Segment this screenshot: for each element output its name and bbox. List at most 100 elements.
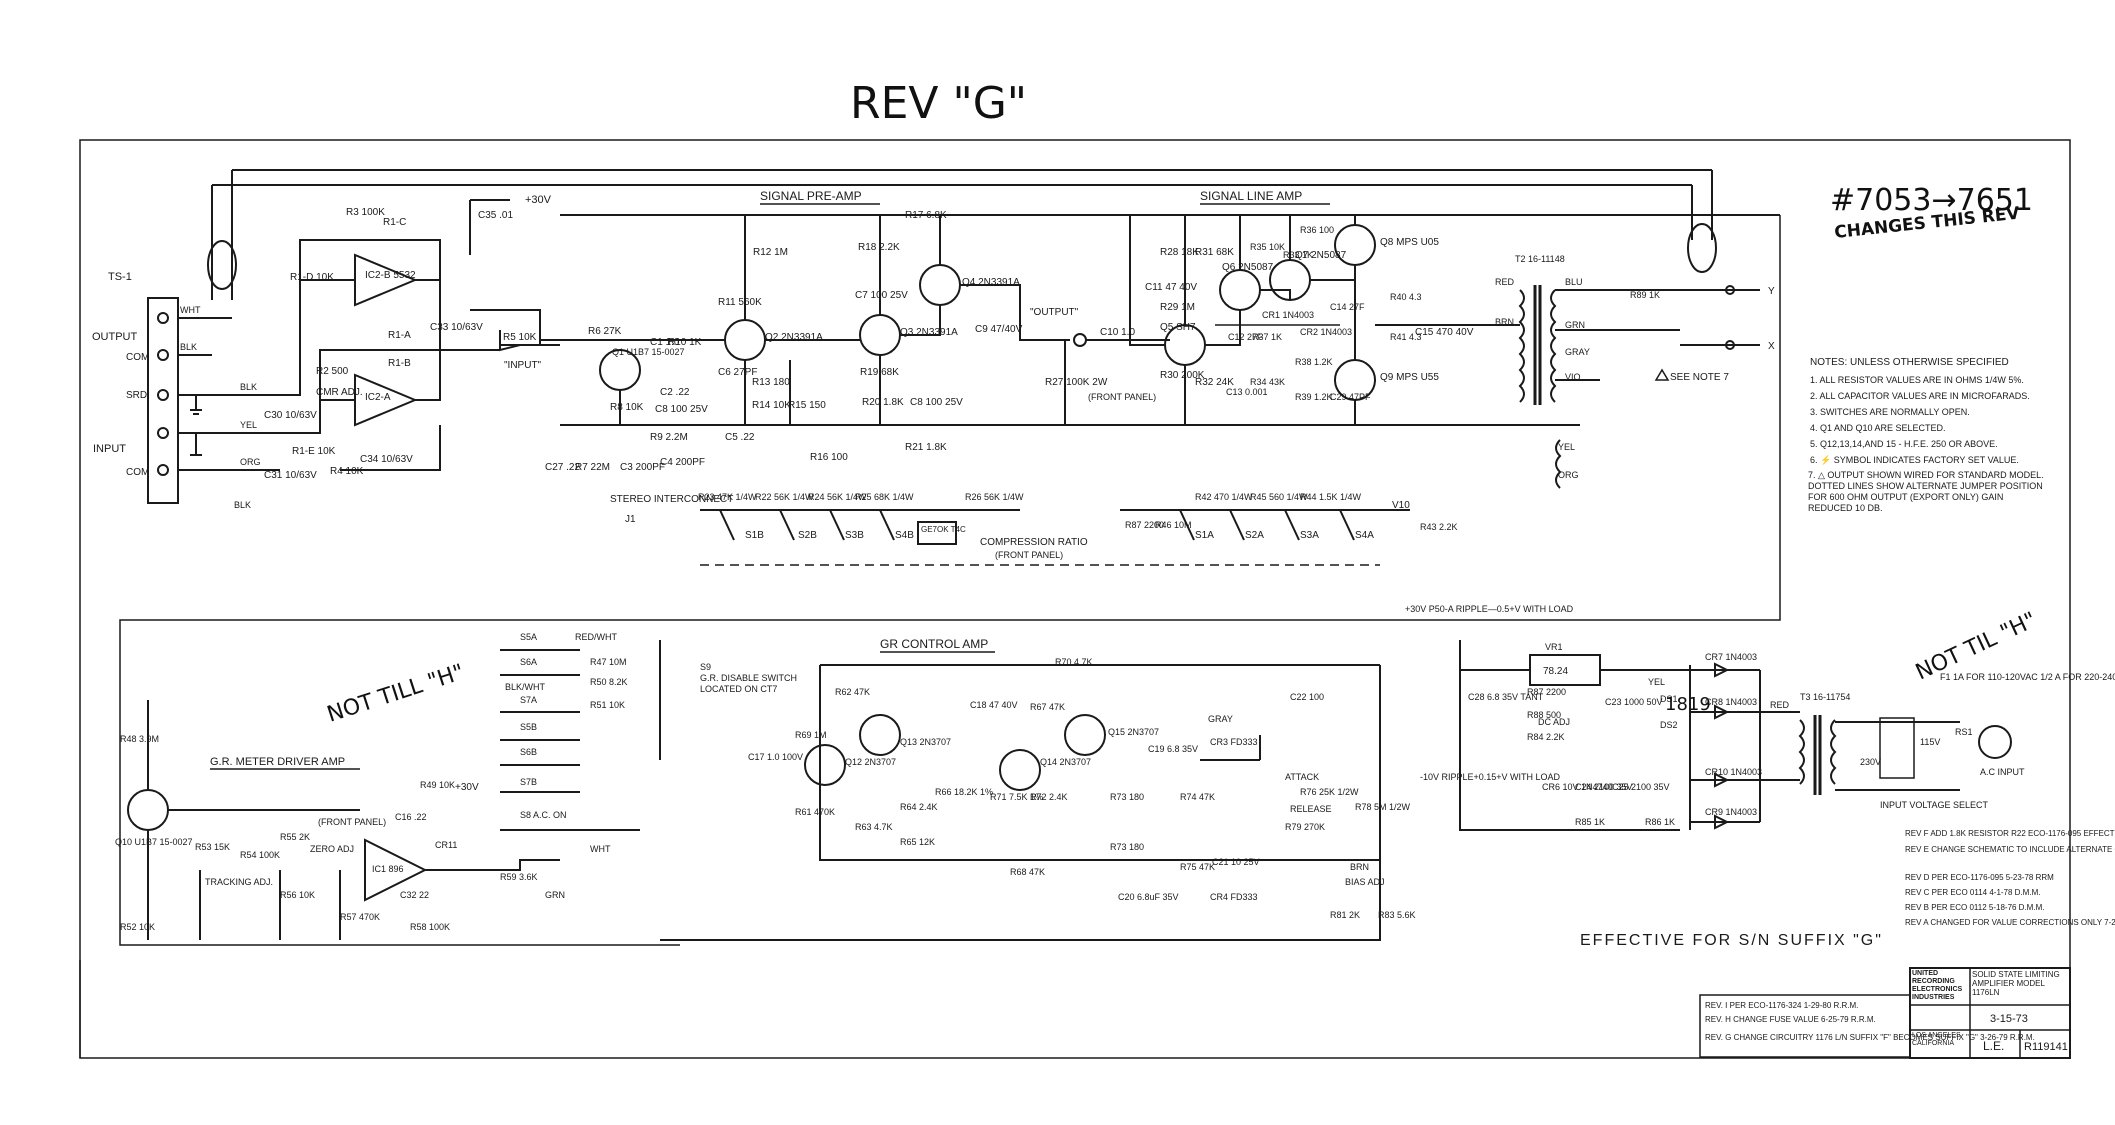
r89-label: R89 1K bbox=[1630, 290, 1660, 300]
r75-label: R75 47K bbox=[1180, 862, 1215, 872]
q14-label: Q14 2N3707 bbox=[1040, 757, 1091, 767]
ac-input-label: A.C INPUT bbox=[1980, 767, 2025, 777]
c4-label: C4 200PF bbox=[660, 457, 705, 468]
svg-text:S4A: S4A bbox=[1355, 530, 1374, 541]
shielded-cable-left bbox=[207, 240, 237, 290]
r25-label: R25 68K 1/4W bbox=[855, 492, 914, 502]
svg-text:S5B: S5B bbox=[520, 722, 537, 732]
ts-blk-bottom: BLK bbox=[234, 500, 251, 510]
q9-label: Q9 MPS U55 bbox=[1380, 372, 1439, 383]
release-label: RELEASE bbox=[1290, 804, 1332, 814]
c10-label: C10 1.0 bbox=[1100, 327, 1135, 338]
ic2b-label: IC2-B 5532 bbox=[365, 270, 416, 281]
input-voltage-select-label: INPUT VOLTAGE SELECT bbox=[1880, 800, 1989, 810]
title-block-location: LOS ANGELES CALIFORNIA bbox=[1912, 1032, 1961, 1047]
signal-preamp-title: SIGNAL PRE-AMP bbox=[760, 189, 862, 203]
output-x-terminal: X bbox=[1768, 341, 1775, 352]
output-pot-label: "OUTPUT" bbox=[1030, 307, 1079, 318]
q3-transistor bbox=[859, 314, 901, 356]
svg-text:REV F ADD 1.8K RESISTOR R22 E: REV F ADD 1.8K RESISTOR R22 ECO-1176-095… bbox=[1905, 829, 2115, 838]
c14-label: C14 27F bbox=[1330, 302, 1365, 312]
ds1-yel-label: YEL bbox=[1648, 677, 1665, 687]
q1-label: Q1 U1B7 15-0027 bbox=[612, 347, 685, 357]
q5-label: Q5 SH7 bbox=[1160, 322, 1196, 333]
r56-label: R56 10K bbox=[280, 890, 315, 900]
r70-label: R70 4.7K bbox=[1055, 657, 1093, 667]
voltage-select-switch[interactable] bbox=[1879, 717, 1915, 779]
r17-label: R17 6.8K bbox=[905, 210, 947, 221]
j1-label: J1 bbox=[625, 514, 636, 525]
drawing-number: R119141 bbox=[2024, 1041, 2068, 1053]
r2-label: R2 500 bbox=[316, 366, 349, 377]
blk-wht-label: BLK/WHT bbox=[505, 682, 546, 692]
q10-transistor bbox=[127, 789, 169, 831]
cr3-label: CR3 FD333 bbox=[1210, 737, 1258, 747]
ds1-label: DS1 bbox=[1660, 694, 1678, 704]
r48-label: R48 3.9M bbox=[120, 734, 159, 744]
r76-label: R76 25K 1/2W bbox=[1300, 787, 1359, 797]
c6-label: C6 27PF bbox=[718, 367, 757, 378]
c24-label: C24 2100 35V bbox=[1575, 782, 1633, 792]
r15-label: R15 150 bbox=[788, 400, 826, 411]
c22-label: C22 100 bbox=[1290, 692, 1324, 702]
r79-label: R79 270K bbox=[1285, 822, 1325, 832]
r14-label: R14 10K bbox=[752, 400, 791, 411]
c18-label: C18 47 40V bbox=[970, 700, 1018, 710]
svg-text:S7B: S7B bbox=[520, 777, 537, 787]
c2-label: C2 .22 bbox=[660, 387, 690, 398]
gr-meter-driver-title: G.R. METER DRIVER AMP bbox=[210, 756, 345, 768]
svg-text:S2B: S2B bbox=[798, 530, 817, 541]
ac-input-connector bbox=[1978, 725, 2012, 759]
wht-terminal-label: WHT bbox=[590, 844, 611, 854]
r29-label: R29 1M bbox=[1160, 302, 1195, 313]
cr6-label: CR6 10V 1N4740 bbox=[1542, 782, 1613, 792]
r86-label: R86 1K bbox=[1645, 817, 1675, 827]
gray-wire-label: GRAY bbox=[1208, 714, 1233, 724]
r52-label: R52 10K bbox=[120, 922, 155, 932]
r27-front-panel: (FRONT PANEL) bbox=[1088, 392, 1156, 402]
note-7: 7. △ OUTPUT SHOWN WIRED FOR STANDARD MOD… bbox=[1808, 470, 2044, 513]
f1-label: F1 1A FOR 110-120VAC 1/2 A FOR 220-240VA… bbox=[1940, 672, 2115, 682]
brn-wire-label: BRN bbox=[1350, 862, 1369, 872]
q2-transistor bbox=[724, 319, 766, 361]
wire-yel-label: YEL bbox=[240, 420, 257, 430]
r1c-label: R1-C bbox=[383, 217, 406, 228]
svg-text:REV D PER ECO-1176-095 5-23-: REV D PER ECO-1176-095 5-23-78 RRM bbox=[1905, 873, 2054, 882]
q2-label: Q2 2N3391A bbox=[765, 332, 823, 343]
r23-label: R23 47K 1/4W bbox=[698, 492, 757, 502]
t2-red: RED bbox=[1495, 277, 1515, 287]
svg-text:S6B: S6B bbox=[520, 747, 537, 757]
front-panel-label: (FRONT PANEL) bbox=[318, 817, 386, 827]
cr10-label: CR10 1N4003 bbox=[1705, 767, 1762, 777]
tracking-adj-label: TRACKING ADJ. bbox=[205, 877, 273, 887]
input-pot-label: "INPUT" bbox=[504, 360, 542, 371]
r85-label: R85 1K bbox=[1575, 817, 1605, 827]
v10-label: V10 bbox=[1392, 500, 1410, 511]
r51-label: R51 10K bbox=[590, 700, 625, 710]
output-y-terminal: Y bbox=[1768, 286, 1775, 297]
c13-label: C13 0.001 bbox=[1226, 387, 1268, 397]
c34-label: C34 10/63V bbox=[360, 454, 413, 465]
r62-label: R62 47K bbox=[835, 687, 870, 697]
c17-label: C17 1.0 100V bbox=[748, 752, 803, 762]
r34-label: R34 43K bbox=[1250, 377, 1285, 387]
q12-label: Q12 2N3707 bbox=[845, 757, 896, 767]
title-block-date: 3-15-73 bbox=[1990, 1013, 2028, 1025]
q13-label: Q13 2N3707 bbox=[900, 737, 951, 747]
svg-text:S1A: S1A bbox=[1195, 530, 1214, 541]
ts-input-label: INPUT bbox=[93, 443, 126, 455]
svg-text:S5A: S5A bbox=[520, 632, 537, 642]
c1-label: C1 1.0 bbox=[650, 337, 680, 348]
plus30v-ripple-label: +30V P50-A RIPPLE—0.5+V WITH LOAD bbox=[1405, 604, 1574, 614]
svg-text:REV E CHANGE SCHEMATIC TO INC: REV E CHANGE SCHEMATIC TO INCLUDE ALTERN… bbox=[1905, 845, 2115, 854]
r68-label: R68 47K bbox=[1010, 867, 1045, 877]
t2-yel: YEL bbox=[1558, 442, 1575, 452]
r66-label: R66 18.2K 1% bbox=[935, 787, 993, 797]
compression-ratio-sub: (FRONT PANEL) bbox=[995, 550, 1063, 560]
c32-label: C32 22 bbox=[400, 890, 429, 900]
wire-org-label: ORG bbox=[240, 457, 261, 467]
serial-range-note: #7053→7651 bbox=[1830, 183, 2033, 218]
svg-text:REV C PER ECO 0114 4-1-78 D.: REV C PER ECO 0114 4-1-78 D.M.M. bbox=[1905, 888, 2040, 897]
r59-label: R59 3.6K bbox=[500, 872, 538, 882]
ts-srd-label: SRD bbox=[126, 390, 147, 401]
